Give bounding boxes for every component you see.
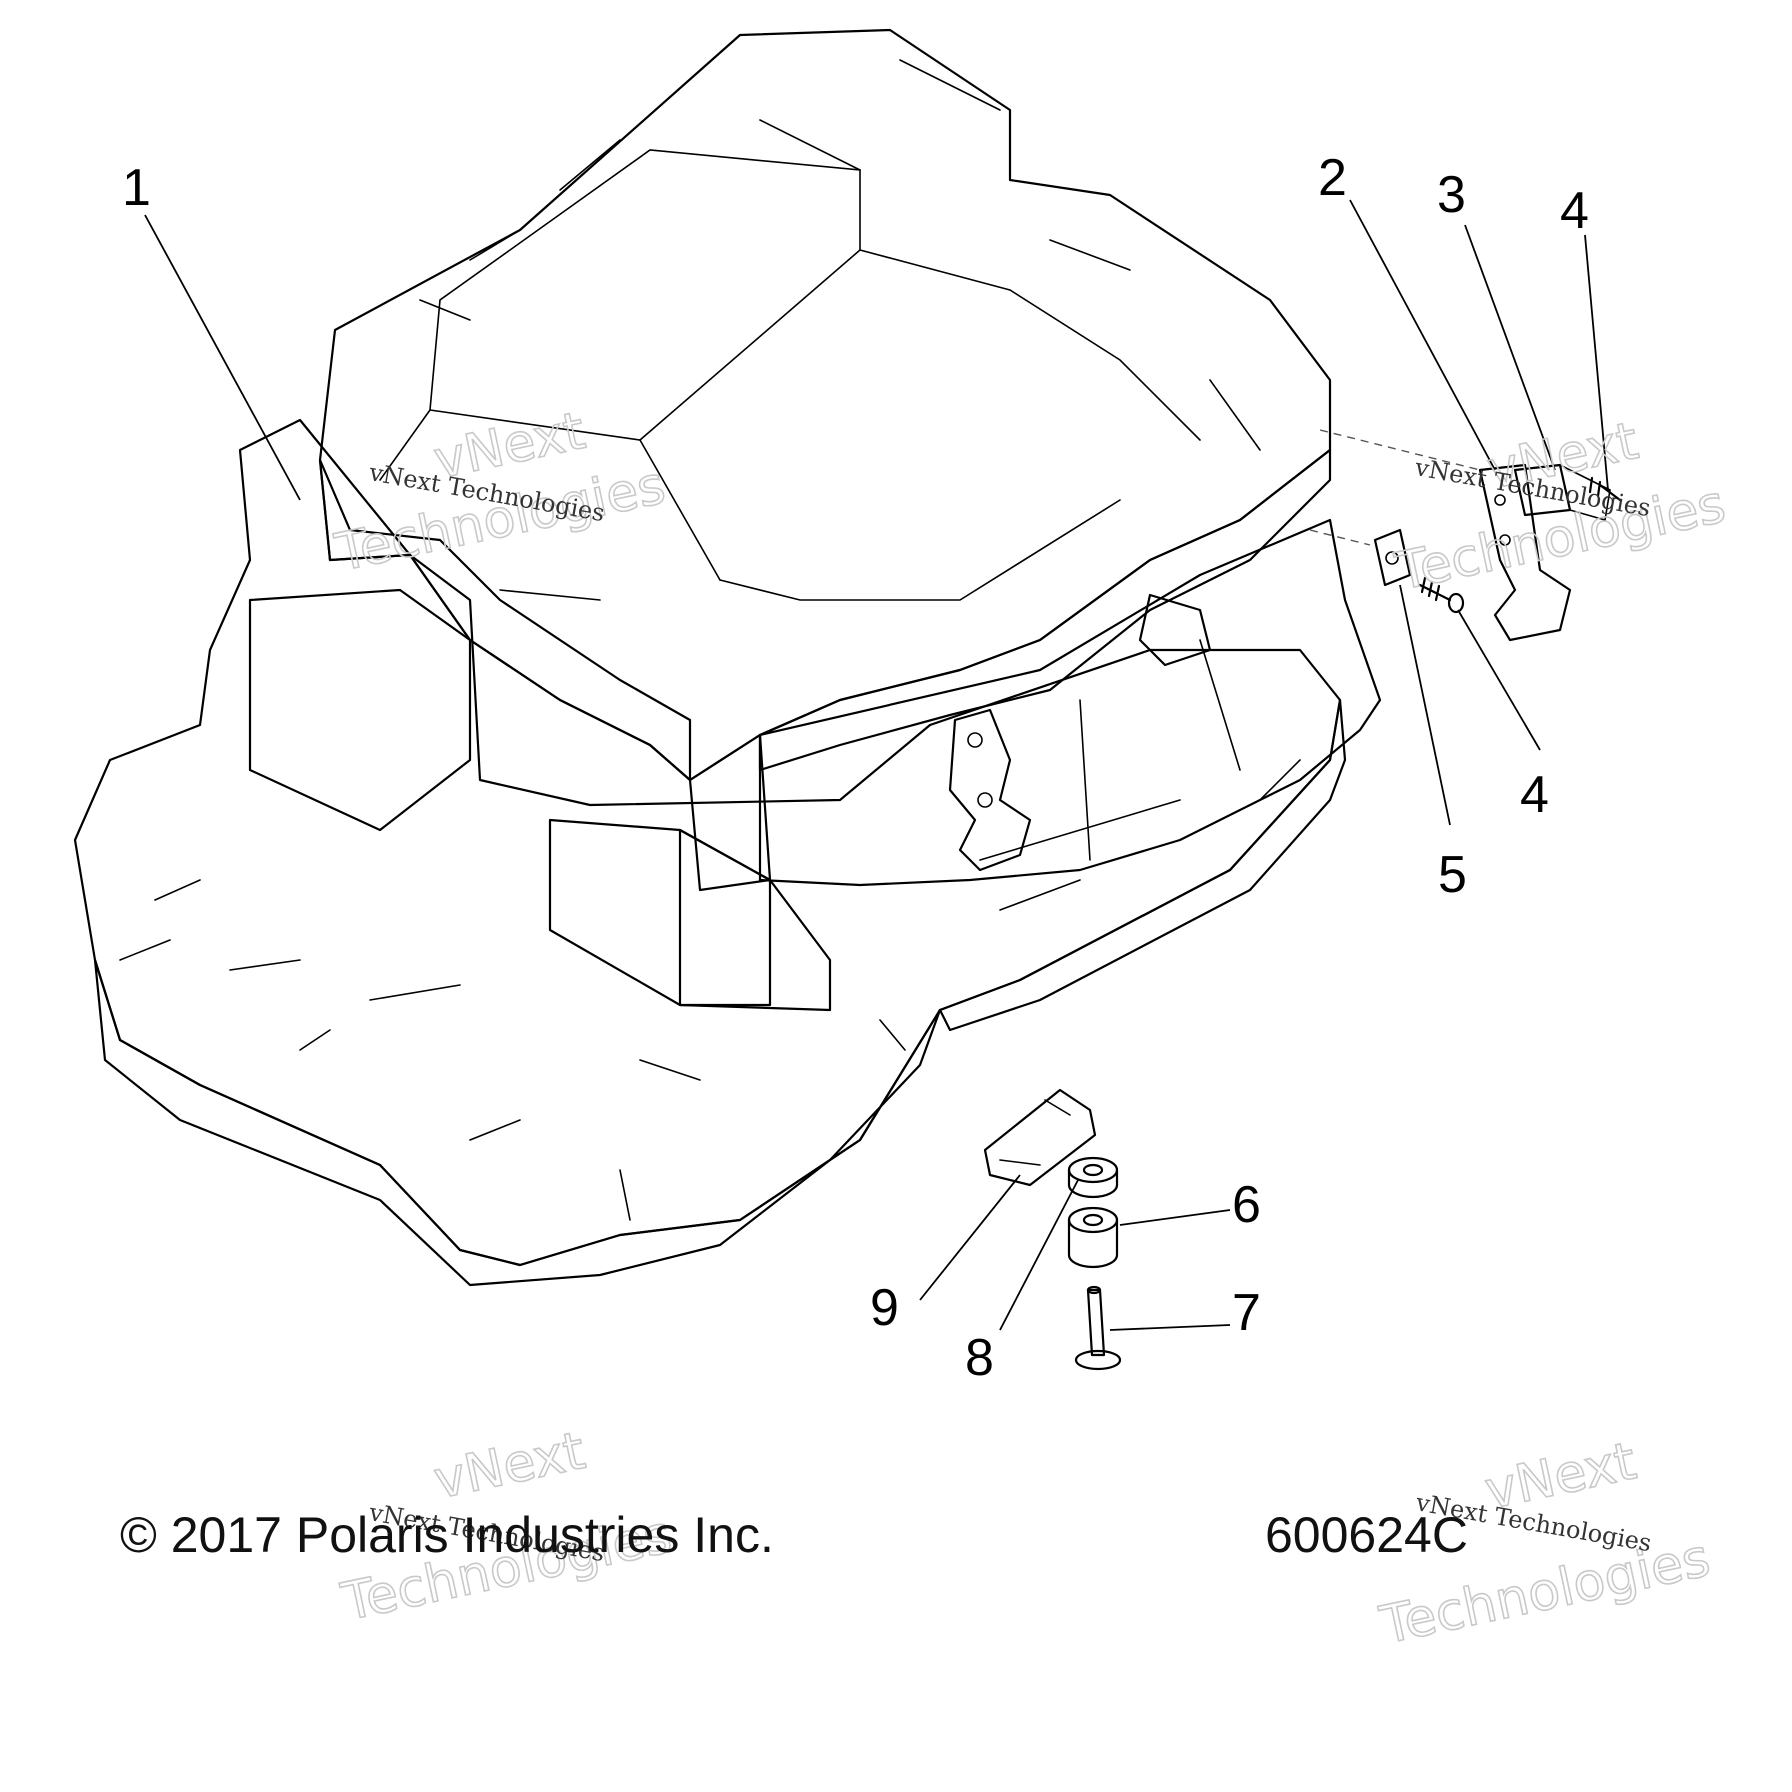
latch-hook-part: [1478, 463, 1611, 642]
spacer-large-part: [1067, 1206, 1119, 1269]
bolt-part: [1074, 1285, 1122, 1371]
figure-number: 600624C: [1265, 1507, 1468, 1563]
box-latch-assembly: [948, 593, 1212, 872]
alignment-line-lower: [1309, 529, 1371, 546]
callout-1: 1: [122, 159, 151, 217]
callout-numbers: 1 2 3 4 4 5 6 7 8 9: [122, 149, 1589, 1387]
callout-5: 5: [1438, 846, 1467, 904]
screw-part: [1418, 476, 1622, 614]
leader-lines: [144, 199, 1609, 1331]
callout-4-lower: 4: [1520, 766, 1549, 824]
diagram-footer: © 2017 Polaris Industries Inc. 600624C: [120, 1507, 1468, 1563]
callout-9: 9: [870, 1279, 899, 1337]
callout-6: 6: [1232, 1176, 1261, 1234]
spacer-small-part: [1067, 1156, 1119, 1199]
callout-8: 8: [965, 1329, 994, 1387]
callout-7: 7: [1232, 1284, 1261, 1342]
callout-3: 3: [1437, 166, 1466, 224]
copyright-notice: © 2017 Polaris Industries Inc.: [120, 1507, 774, 1563]
watermark-upper-right: vNext Technologies vNext Technologies: [1389, 410, 1731, 603]
mount-plate-part: [983, 1088, 1097, 1187]
watermark-text: vNext: [429, 1421, 590, 1511]
storage-box-body: [688, 518, 1382, 892]
callout-2: 2: [1318, 149, 1347, 207]
keeper-clip-part: [1373, 528, 1412, 587]
watermark-upper-left: vNext Technologies vNext Technologies: [329, 400, 671, 584]
storage-box-lid: [318, 28, 1332, 782]
cargo-box-base: [73, 418, 1347, 1287]
callout-4-upper: 4: [1560, 182, 1589, 240]
